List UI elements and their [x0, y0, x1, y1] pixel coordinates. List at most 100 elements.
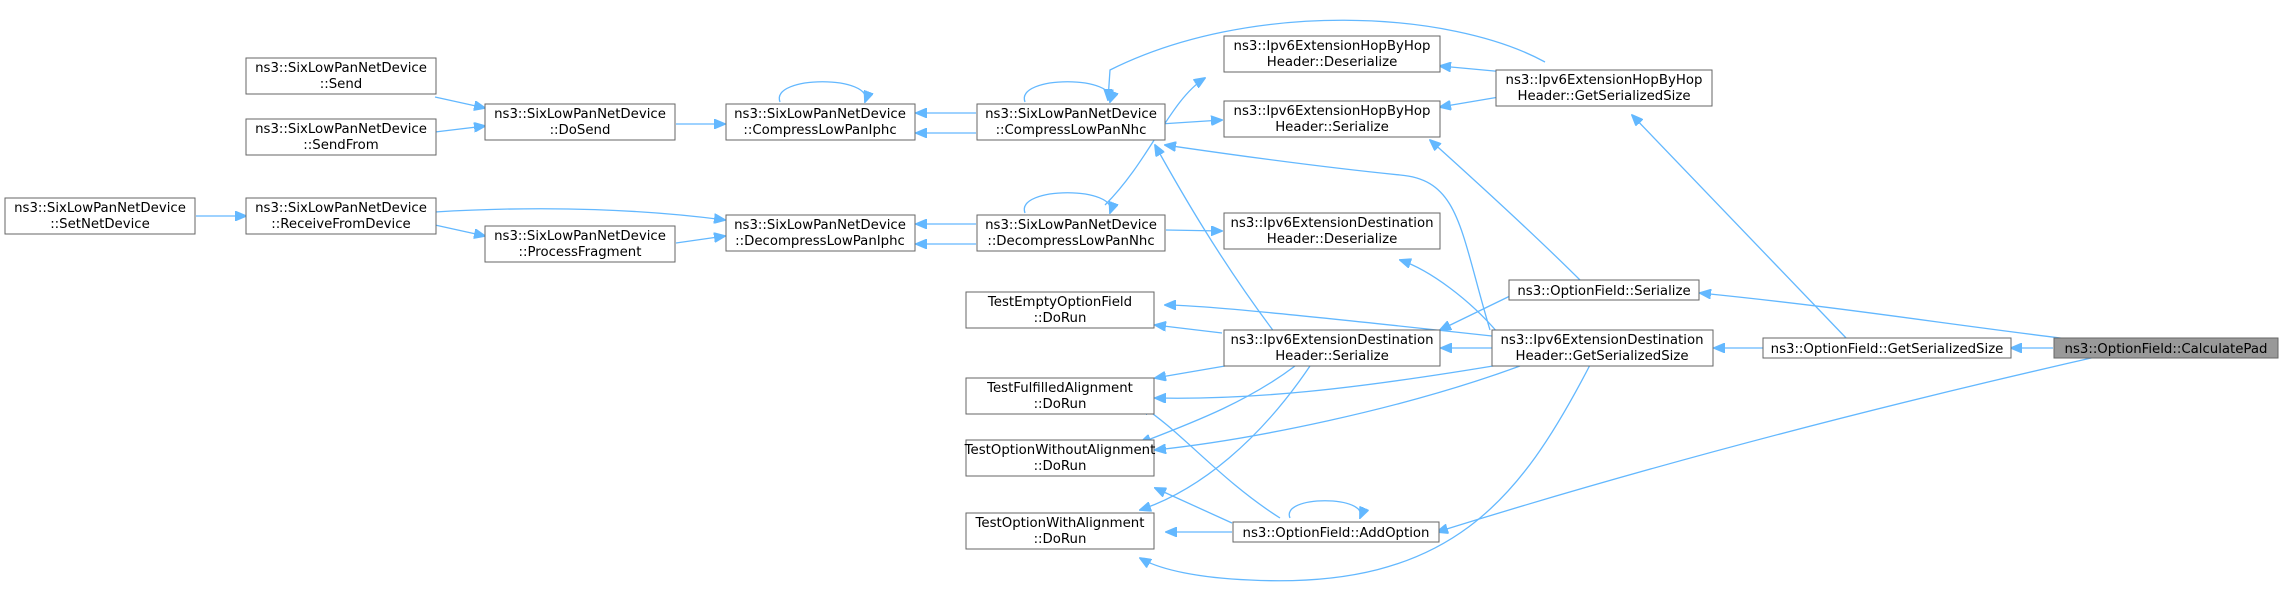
node-processfragment[interactable]: ns3::SixLowPanNetDevice ::ProcessFragmen…: [484, 225, 676, 263]
node-label: Header::Serialize: [1275, 349, 1389, 364]
node-optionfield-serialize[interactable]: ns3::OptionField::Serialize: [1508, 279, 1700, 301]
edge: [1437, 355, 2101, 532]
edge: [434, 126, 485, 133]
edge: [1155, 488, 1233, 524]
edge: [1104, 78, 1205, 206]
node-label: TestOptionWithoutAlignment: [964, 443, 1156, 458]
node-label: Header::Deserialize: [1267, 55, 1398, 70]
edge: [1632, 115, 1849, 341]
node-getserializedsize[interactable]: ns3::OptionField::GetSerializedSize: [1762, 337, 2012, 359]
edge: [1155, 325, 1223, 334]
node-label: ::ProcessFragment: [519, 245, 642, 260]
edge: [1165, 305, 1493, 337]
node-label: ::DoRun: [1034, 459, 1087, 474]
edge: [1288, 500, 1361, 518]
node-hbh-deserialize[interactable]: ns3::Ipv6ExtensionHopByHop Header::Deser…: [1223, 35, 1441, 73]
node-label: ns3::Ipv6ExtensionHopByHop: [1506, 73, 1703, 88]
node-label: ::DoRun: [1034, 311, 1087, 326]
edge: [1440, 295, 1511, 330]
node-hbh-serialize[interactable]: ns3::Ipv6ExtensionHopByHop Header::Seria…: [1223, 100, 1441, 138]
nodes: ns3::OptionField::CalculatePad ns3::Opti…: [4, 35, 2279, 550]
node-label: ::CompressLowPanNhc: [996, 123, 1147, 138]
node-setnetdevice[interactable]: ns3::SixLowPanNetDevice ::SetNetDevice: [4, 197, 196, 235]
node-dosend[interactable]: ns3::SixLowPanNetDevice ::DoSend: [484, 103, 676, 141]
node-label: ns3::SixLowPanNetDevice: [494, 229, 666, 244]
node-label: ns3::SixLowPanNetDevice: [985, 218, 1157, 233]
edge: [1165, 230, 1222, 231]
edge: [1155, 365, 1521, 450]
node-dest-getserializedsize[interactable]: ns3::Ipv6ExtensionDestination Header::Ge…: [1491, 329, 1714, 367]
node-label: ns3::Ipv6ExtensionHopByHop: [1234, 104, 1431, 119]
edge: [1155, 365, 1226, 378]
node-label: Header::GetSerializedSize: [1517, 89, 1690, 104]
node-test-empty[interactable]: TestEmptyOptionField ::DoRun: [965, 291, 1155, 329]
node-label: ns3::SixLowPanNetDevice: [255, 201, 427, 216]
node-label: ns3::OptionField::CalculatePad: [2065, 342, 2268, 357]
edge: [1430, 140, 1584, 284]
edge: [1023, 81, 1110, 102]
edge: [1140, 405, 1281, 519]
edge: [434, 208, 725, 220]
node-label: ::DecompressLowPanNhc: [987, 234, 1154, 249]
node-decompress-nhc[interactable]: ns3::SixLowPanNetDevice ::DecompressLowP…: [976, 214, 1166, 252]
edge: [434, 96, 485, 108]
edge: [1155, 363, 1506, 398]
edge: [1140, 365, 1311, 510]
node-label: ::DecompressLowPanIphc: [735, 234, 905, 249]
node-label: ns3::SixLowPanNetDevice: [255, 61, 427, 76]
edge: [1159, 120, 1222, 124]
node-label: ns3::SixLowPanNetDevice: [494, 107, 666, 122]
edge: [675, 236, 725, 244]
node-sendfrom[interactable]: ns3::SixLowPanNetDevice ::SendFrom: [245, 118, 437, 156]
node-label: ::DoRun: [1034, 532, 1087, 547]
node-dest-serialize[interactable]: ns3::Ipv6ExtensionDestination Header::Se…: [1223, 329, 1441, 367]
node-label: Header::GetSerializedSize: [1515, 349, 1688, 364]
node-label: ns3::Ipv6ExtensionDestination: [1230, 216, 1433, 231]
node-label: ::Send: [320, 77, 362, 92]
edge: [1700, 293, 2086, 342]
node-test-without[interactable]: TestOptionWithoutAlignment ::DoRun: [964, 439, 1156, 477]
edge: [1440, 66, 1506, 73]
node-addoption[interactable]: ns3::OptionField::AddOption: [1232, 521, 1440, 543]
node-label: ::DoRun: [1034, 397, 1087, 412]
node-compress-nhc[interactable]: ns3::SixLowPanNetDevice ::CompressLowPan…: [976, 103, 1166, 141]
node-label: ns3::OptionField::Serialize: [1517, 284, 1690, 299]
node-label: Header::Serialize: [1275, 120, 1389, 135]
node-decompress-iphc[interactable]: ns3::SixLowPanNetDevice ::DecompressLowP…: [725, 214, 916, 252]
node-test-fulfilled[interactable]: TestFulfilledAlignment ::DoRun: [965, 377, 1155, 415]
node-label: ns3::Ipv6ExtensionDestination: [1500, 333, 1703, 348]
edge: [434, 224, 485, 236]
node-label: ns3::OptionField::GetSerializedSize: [1771, 342, 2004, 357]
node-label: ns3::Ipv6ExtensionHopByHop: [1234, 39, 1431, 54]
node-label: TestOptionWithAlignment: [975, 516, 1145, 531]
node-label: ns3::SixLowPanNetDevice: [734, 107, 906, 122]
edge: [1155, 145, 1276, 334]
edge: [1400, 260, 1499, 334]
edge: [1140, 365, 1296, 443]
node-label: ::SendFrom: [303, 138, 378, 153]
edge: [1165, 145, 1491, 331]
node-label: TestEmptyOptionField: [987, 295, 1132, 310]
node-test-with[interactable]: TestOptionWithAlignment ::DoRun: [965, 512, 1155, 550]
node-label: ::ReceiveFromDevice: [271, 217, 410, 232]
node-label: ns3::OptionField::AddOption: [1243, 526, 1430, 541]
node-label: ns3::SixLowPanNetDevice: [985, 107, 1157, 122]
edge: [1023, 192, 1110, 213]
node-label: ns3::SixLowPanNetDevice: [255, 122, 427, 137]
node-hbh-getserializedsize[interactable]: ns3::Ipv6ExtensionHopByHop Header::GetSe…: [1495, 69, 1713, 107]
node-label: ::DoSend: [550, 123, 611, 138]
edge: [778, 81, 865, 102]
node-label: TestFulfilledAlignment: [986, 381, 1133, 396]
node-label: ns3::Ipv6ExtensionDestination: [1230, 333, 1433, 348]
node-compress-iphc[interactable]: ns3::SixLowPanNetDevice ::CompressLowPan…: [725, 103, 916, 141]
node-label: ::SetNetDevice: [50, 217, 150, 232]
node-label: ::CompressLowPanIphc: [743, 123, 896, 138]
node-label: Header::Deserialize: [1267, 232, 1398, 247]
node-receivefromdevice[interactable]: ns3::SixLowPanNetDevice ::ReceiveFromDev…: [245, 197, 437, 235]
edge: [1140, 364, 1591, 582]
node-calculatepad[interactable]: ns3::OptionField::CalculatePad: [2053, 337, 2279, 359]
node-dest-deserialize[interactable]: ns3::Ipv6ExtensionDestination Header::De…: [1223, 212, 1441, 250]
edge: [1440, 95, 1506, 107]
node-send[interactable]: ns3::SixLowPanNetDevice ::Send: [245, 57, 437, 95]
